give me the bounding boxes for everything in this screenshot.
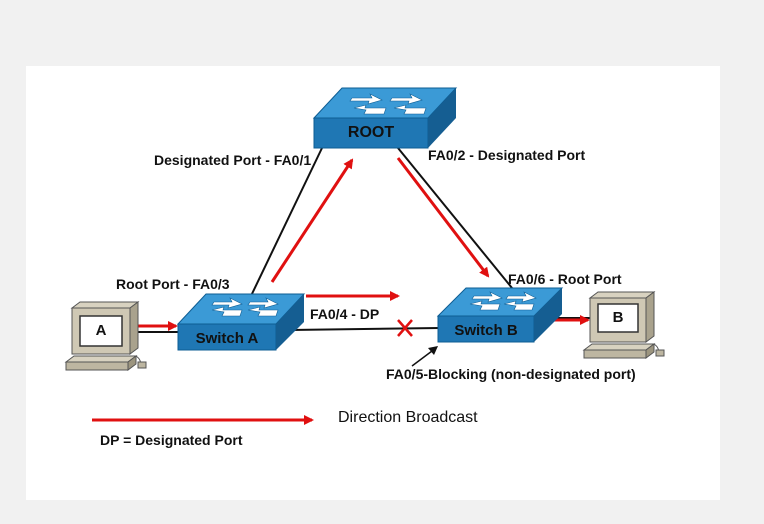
switch-root[interactable] bbox=[312, 87, 458, 149]
host-b-label: B bbox=[612, 309, 624, 326]
port-label-switch-a-dp: FA0/4 - DP bbox=[310, 306, 380, 322]
link-switch-a-switch-b bbox=[289, 327, 441, 331]
port-label-switch-a-root: Root Port - FA0/3 bbox=[116, 276, 230, 292]
computer-icon[interactable] bbox=[64, 301, 147, 371]
link-root-switch-b bbox=[397, 147, 513, 289]
switch-b[interactable] bbox=[436, 287, 564, 343]
legend-dp-label: DP = Designated Port bbox=[100, 432, 243, 448]
link-root-switch-a bbox=[249, 147, 323, 299]
port-label-switch-b-blocking: FA0/5-Blocking (non-designated port) bbox=[386, 366, 636, 382]
blocked-x-icon bbox=[397, 319, 413, 337]
switch-a-label: Switch A bbox=[195, 330, 259, 347]
switch-arrows-icon bbox=[469, 291, 537, 311]
port-label-root-right: FA0/2 - Designated Port bbox=[428, 147, 586, 163]
switch-b-label: Switch B bbox=[454, 322, 518, 339]
switch-arrows-icon bbox=[349, 93, 427, 115]
arrow-root-to-switch-b bbox=[396, 157, 490, 278]
arrow-switch-a-to-root bbox=[270, 158, 354, 283]
switch-a[interactable] bbox=[176, 293, 306, 351]
legend-broadcast-label: Direction Broadcast bbox=[338, 409, 478, 426]
root-switch-label: ROOT bbox=[347, 124, 395, 141]
computer-icon[interactable] bbox=[582, 291, 665, 359]
port-label-root-left: Designated Port - FA0/1 bbox=[154, 152, 312, 168]
host-a-label: A bbox=[95, 322, 107, 339]
port-label-switch-b-root: FA0/6 - Root Port bbox=[508, 271, 622, 287]
pointer-arrow-icon bbox=[411, 346, 438, 367]
switch-arrows-icon bbox=[211, 297, 279, 317]
